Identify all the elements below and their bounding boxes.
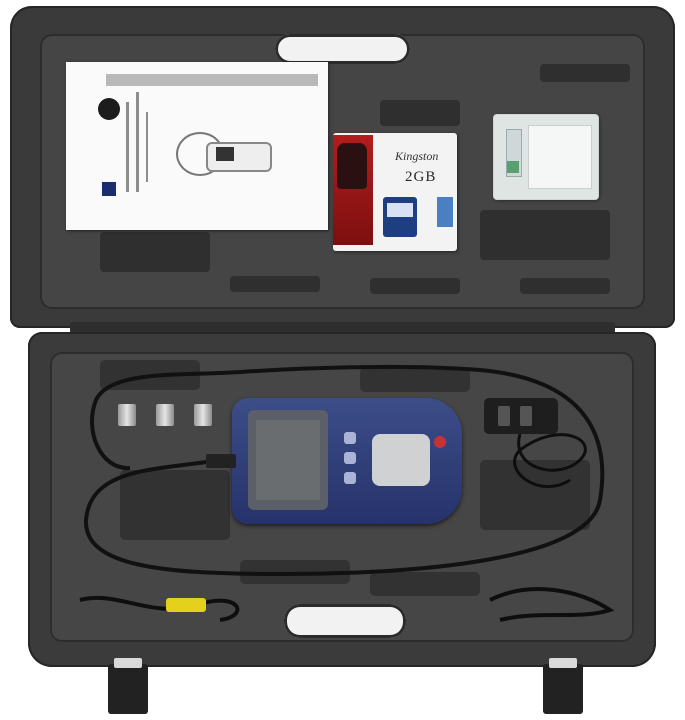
manual-illustration-screen — [216, 147, 234, 161]
device-button — [344, 472, 356, 484]
device-screen-bezel — [248, 410, 328, 510]
charger-pin — [520, 406, 532, 426]
manual-logo — [98, 98, 120, 120]
device-power-button — [434, 436, 446, 448]
device-button — [344, 452, 356, 464]
device-control-pad — [372, 434, 430, 486]
lid-foam-block — [100, 232, 210, 272]
base-recess — [120, 470, 230, 540]
lid-recess — [520, 278, 610, 294]
inspection-camera-unit — [206, 398, 462, 524]
lid-recess — [480, 210, 610, 260]
probe-adapter — [194, 404, 212, 426]
sd-package-figure — [337, 143, 367, 189]
accessory-parts-box — [493, 114, 599, 200]
manual-header-band — [106, 74, 318, 86]
parts-green-cap — [507, 161, 519, 173]
lid-recess — [380, 100, 460, 126]
power-adapter — [484, 398, 558, 434]
device-display — [256, 420, 320, 500]
sd-capacity-text: 2GB — [405, 169, 437, 185]
case-latch-left — [108, 658, 148, 714]
instruction-manual — [66, 62, 328, 230]
base-handle-slot — [284, 604, 406, 638]
sd-package-tab — [437, 197, 453, 227]
lid-recess — [230, 276, 320, 292]
yellow-rca-plug — [166, 598, 206, 612]
device-cable-neck — [206, 454, 236, 468]
base-recess — [480, 460, 590, 530]
manual-text-column — [126, 102, 129, 192]
base-recess — [360, 368, 470, 392]
sd-card-package: Kingston 2GB — [333, 133, 457, 251]
case-hinge — [70, 322, 615, 334]
manual-text-column — [136, 92, 139, 192]
latch-clip — [114, 658, 142, 668]
probe-cable — [83, 364, 605, 577]
sd-card-label — [387, 203, 413, 217]
charger-cable — [513, 433, 587, 488]
device-button — [344, 432, 356, 444]
charger-pin — [498, 406, 510, 426]
lid-recess — [540, 64, 630, 82]
parts-leaflet — [528, 125, 592, 189]
sd-brand-text: Kingston — [395, 149, 439, 163]
case-latch-right — [543, 658, 583, 714]
lid-handle-slot — [275, 34, 410, 64]
latch-clip — [549, 658, 577, 668]
probe-adapter — [156, 404, 174, 426]
lid-recess — [370, 278, 460, 294]
base-recess — [370, 572, 480, 596]
probe-adapter — [118, 404, 136, 426]
manual-text-column — [146, 112, 148, 182]
usb-cable — [489, 587, 615, 622]
av-cable — [79, 595, 240, 622]
eu-flag-icon — [102, 182, 116, 196]
